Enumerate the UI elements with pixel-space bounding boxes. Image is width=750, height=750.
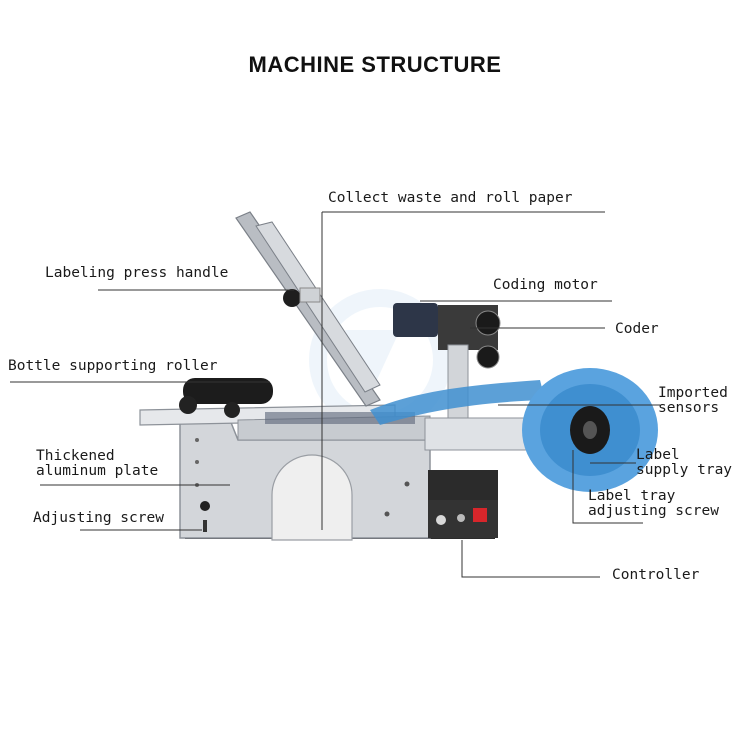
label-coding-motor: Coding motor [493, 277, 598, 293]
label-imported-sensors-line2: sensors [658, 400, 720, 416]
aluminum-plate [179, 414, 431, 541]
label-supply-tray-line2: supply tray [636, 462, 733, 478]
label-adjusting-screw: Adjusting screw [33, 510, 164, 526]
label-labeling-press-handle: Labeling press handle [45, 265, 229, 281]
label-supply-tray-line1: Label [636, 447, 680, 463]
label-thickened-plate-line2: aluminum plate [36, 463, 159, 479]
leader-controller [461, 540, 600, 578]
label-imported-sensors-line1: Imported [658, 385, 728, 401]
leader-tray-screw [572, 450, 643, 524]
label-supply-roll [522, 368, 658, 492]
page-title: MACHINE STRUCTURE [248, 52, 502, 77]
label-controller: Controller [612, 567, 700, 583]
label-collect-waste: Collect waste and roll paper [328, 190, 573, 206]
controller-box [428, 470, 498, 538]
label-tray-adjusting-line2: adjusting screw [588, 503, 719, 519]
label-tray-adjusting-line1: Label tray [588, 488, 676, 504]
leader-lines [10, 211, 660, 578]
label-bottle-supporting-roller: Bottle supporting roller [8, 358, 218, 374]
label-thickened-plate-line1: Thickened [36, 448, 115, 464]
bottle-roller [179, 378, 273, 418]
press-handle [235, 211, 381, 407]
label-coder: Coder [615, 321, 659, 337]
